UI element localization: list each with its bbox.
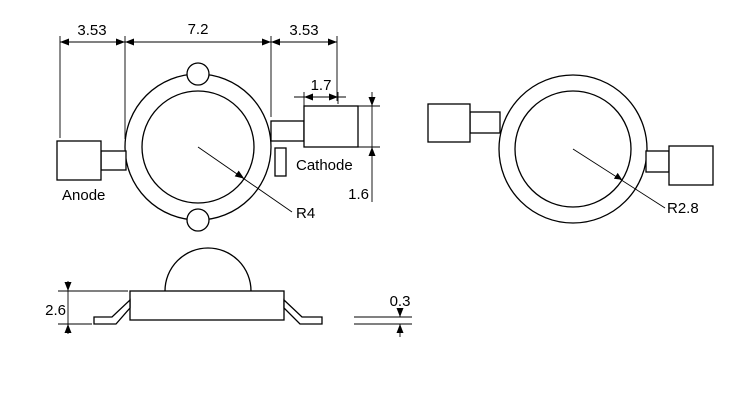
leader-line [197, 146, 293, 213]
dim-cathode-lead-label: 1.7 [311, 77, 332, 94]
dim-right-tab-label: 3.53 [289, 22, 318, 39]
anode-label: Anode [62, 187, 105, 204]
dimension-lead-height: 1.6 [348, 92, 380, 203]
dim-left-tab-label: 3.53 [77, 22, 106, 39]
dim-height-label: 2.6 [45, 302, 66, 319]
arrowhead [125, 38, 134, 46]
lens-radius-label: R4 [296, 205, 315, 222]
arrowhead [396, 308, 404, 317]
left-lead-connector [469, 111, 501, 134]
dim-lead-thickness-label: 0.3 [390, 293, 411, 310]
dimension-lead-thickness: 0.3 [354, 293, 412, 337]
dim-body-label: 7.2 [188, 21, 209, 38]
lens-circle [514, 90, 632, 208]
arrowhead [396, 324, 404, 333]
arrowhead [613, 172, 623, 180]
radius-callout-r4: R4 [197, 146, 315, 222]
top-view: 3.53 7.2 3.53 1.7 [56, 21, 380, 232]
arrowhead [368, 147, 376, 156]
right-gullwing-lead [283, 298, 323, 325]
dimension-top-chain: 3.53 7.2 3.53 [59, 21, 338, 139]
anode-tab [56, 140, 102, 181]
cathode-polarity-mark [274, 147, 287, 177]
lens-circle [141, 90, 255, 204]
arrowhead [60, 38, 69, 46]
dim-lead-height-label: 1.6 [348, 186, 369, 203]
arrowhead [262, 38, 271, 46]
cathode-label: Cathode [296, 157, 353, 174]
arrowhead [329, 93, 338, 101]
anode-lead-connector [100, 150, 127, 171]
arrowhead [271, 38, 280, 46]
cathode-lead-connector [270, 120, 305, 142]
alignment-notch-bottom [186, 208, 210, 232]
arrowhead [116, 38, 125, 46]
left-lead-tab [427, 103, 471, 143]
left-gullwing-lead [93, 298, 131, 325]
arrowhead [368, 97, 376, 106]
cathode-tab [303, 105, 359, 148]
radius-callout-r2-8: R2.8 [572, 148, 699, 217]
arrowhead [234, 170, 245, 179]
bottom-face-view: R2.8 [427, 74, 714, 224]
dimension-package-height: 2.6 [45, 281, 128, 334]
side-view: 2.6 0.3 [45, 247, 412, 337]
dimension-cathode-lead: 1.7 [294, 77, 346, 118]
lens-dome [164, 247, 252, 292]
alignment-notch-top [186, 62, 210, 86]
arrowhead [304, 93, 313, 101]
arrowhead [64, 282, 72, 291]
package-body [129, 290, 285, 321]
arrowhead [328, 38, 337, 46]
radius-label: R2.8 [667, 200, 699, 217]
right-lead-tab [668, 145, 714, 186]
arrowhead [64, 324, 72, 333]
right-lead-connector [645, 150, 670, 173]
